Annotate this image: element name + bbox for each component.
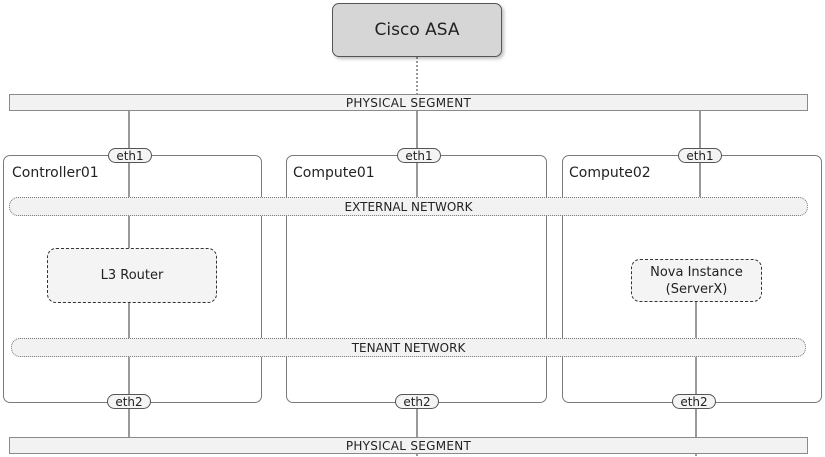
controller01-eth2-port[interactable]: eth2 [107,394,151,409]
compute02-eth2-port[interactable]: eth2 [672,394,716,409]
compute02-eth1-port[interactable]: eth1 [678,148,722,163]
port-label: eth1 [116,148,144,163]
host-compute01[interactable]: Compute01 [286,155,547,403]
nova-instance-label: Nova Instance [650,264,743,280]
port-label: eth2 [403,394,431,409]
external-network: EXTERNAL NETWORK [9,197,808,216]
host-compute02-label: Compute02 [569,165,651,181]
cisco-asa-label: Cisco ASA [374,20,460,40]
physical-segment-top: PHYSICAL SEGMENT [9,94,808,111]
port-label: eth2 [680,394,708,409]
host-compute01-label: Compute01 [293,165,375,181]
external-network-label: EXTERNAL NETWORK [344,199,473,214]
compute01-eth2-port[interactable]: eth2 [395,394,439,409]
nova-instance-box[interactable]: Nova Instance (ServerX) [631,259,762,302]
port-label: eth1 [686,148,714,163]
physical-segment-bottom: PHYSICAL SEGMENT [9,437,808,454]
port-label: eth1 [405,148,433,163]
tenant-network: TENANT NETWORK [11,338,806,357]
tenant-network-label: TENANT NETWORK [351,340,466,355]
physical-segment-bottom-label: PHYSICAL SEGMENT [345,438,472,453]
nova-instance-sublabel: (ServerX) [665,281,728,297]
port-label: eth2 [115,394,143,409]
l3-router-label: L3 Router [100,268,164,283]
controller01-eth1-port[interactable]: eth1 [108,148,152,163]
l3-router-box[interactable]: L3 Router [47,248,217,303]
compute01-eth1-port[interactable]: eth1 [397,148,441,163]
host-controller01-label: Controller01 [12,165,99,181]
cisco-asa-box[interactable]: Cisco ASA [332,3,502,57]
physical-segment-top-label: PHYSICAL SEGMENT [345,95,472,110]
